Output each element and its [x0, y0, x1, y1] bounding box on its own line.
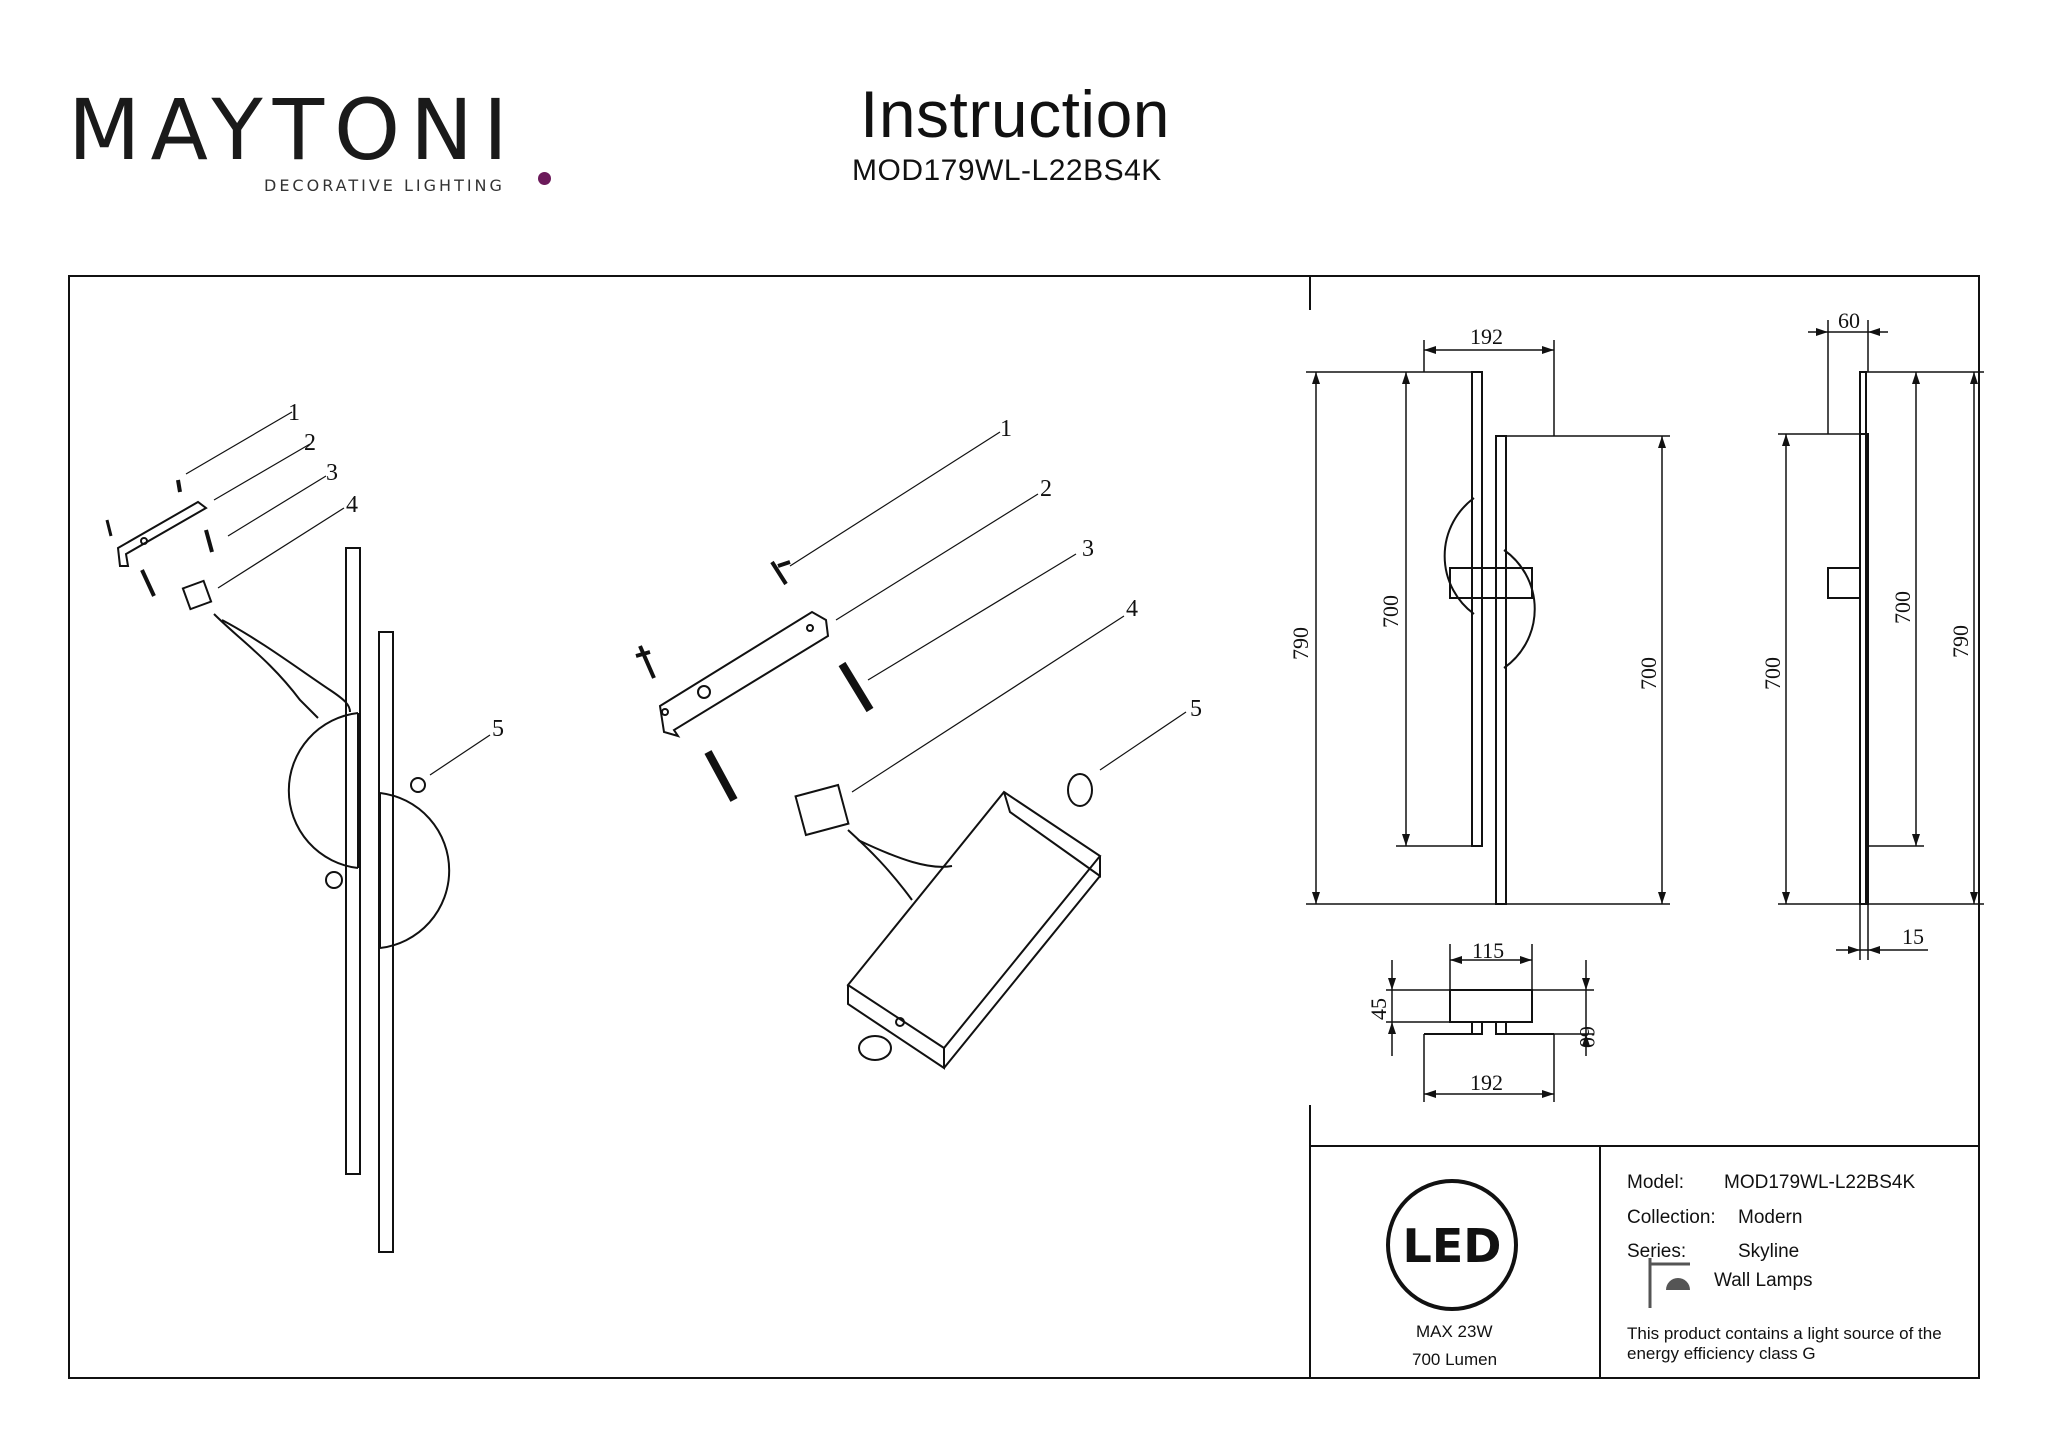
side-view-arrows [1782, 328, 1978, 954]
front-view-arrows [1312, 346, 1666, 904]
model-code: MOD179WL-L22BS4K [852, 154, 1162, 187]
lumen: 700 Lumen [1412, 1350, 1498, 1369]
left-bar-2 [378, 631, 394, 1253]
model-value: MOD179WL-L22BS4K [1724, 1172, 1916, 1193]
top-total-depth-label: 60 [1575, 1026, 1600, 1048]
brand-tagline: DECORATIVE LIGHTING [264, 176, 505, 195]
left-bracket [116, 500, 208, 567]
side-view [1778, 320, 1984, 960]
side-thickness-label: 15 [1902, 924, 1924, 949]
right-terminal [794, 783, 850, 837]
canopy-box [846, 790, 1102, 1070]
right-callout-4: 4 [1126, 596, 1138, 622]
front-width-label: 192 [1470, 324, 1503, 349]
side-total-height-label: 790 [1948, 625, 1973, 658]
collection-value: Modern [1738, 1207, 1803, 1228]
collection-label: Collection: [1627, 1207, 1716, 1228]
right-callout-5: 5 [1190, 696, 1202, 722]
brand-accent-dot [538, 172, 551, 185]
left-bar-1 [345, 547, 361, 1175]
left-callout-1: 1 [288, 400, 300, 426]
wall-lamp-icon [1648, 1258, 1690, 1308]
series-value: Skyline [1738, 1241, 1800, 1262]
model-label: Model: [1627, 1172, 1685, 1193]
series-label: Series: [1627, 1241, 1687, 1262]
side-bar-height-label: 700 [1890, 591, 1915, 624]
left-callout-2: 2 [304, 430, 316, 456]
side-left-height-label: 700 [1760, 657, 1785, 690]
drawing-frame [68, 275, 1980, 1379]
left-callout-4: 4 [346, 492, 358, 518]
right-callouts: 1 2 3 4 5 [1000, 416, 1202, 722]
top-width-label: 192 [1470, 1070, 1503, 1095]
front-total-height-label: 790 [1288, 627, 1313, 660]
top-mount-depth-label: 45 [1366, 998, 1391, 1020]
brand-logo: MAYTONI DECORATIVE LIGHTING [68, 88, 551, 208]
right-assembly [635, 431, 1187, 1070]
led-badge-circle [1386, 1179, 1518, 1311]
type-value: Wall Lamps [1714, 1270, 1813, 1291]
left-callout-3: 3 [326, 460, 338, 486]
front-view [1306, 340, 1670, 905]
page-title: Instruction [860, 77, 1170, 151]
led-badge-text: LED [1403, 1219, 1502, 1273]
left-callout-5: 5 [492, 716, 504, 742]
left-callouts: 1 2 3 4 5 [288, 400, 504, 742]
right-callout-1: 1 [1000, 416, 1012, 442]
brand-name: MAYTONI [68, 81, 518, 179]
front-right-height-label: 700 [1636, 657, 1661, 690]
right-bracket [658, 610, 830, 738]
left-dome-1 [287, 712, 359, 869]
right-callout-2: 2 [1040, 476, 1052, 502]
max-power: MAX 23W [1416, 1322, 1493, 1341]
right-fix-screw-top [1067, 773, 1093, 807]
top-mount-width-label: 115 [1472, 938, 1504, 963]
left-assembly [105, 411, 491, 1253]
left-dome-2 [379, 792, 451, 949]
right-fix-screw-bottom [858, 1035, 892, 1061]
top-view-arrows [1388, 956, 1590, 1098]
energy-note-line1: This product contains a light source of … [1627, 1324, 1942, 1343]
energy-note-line2: energy efficiency class G [1627, 1344, 1816, 1363]
right-callout-3: 3 [1082, 536, 1094, 562]
left-terminal [181, 579, 213, 611]
front-bar-height-label: 700 [1378, 595, 1403, 628]
top-view [1386, 944, 1594, 1102]
side-depth-label: 60 [1838, 308, 1860, 333]
